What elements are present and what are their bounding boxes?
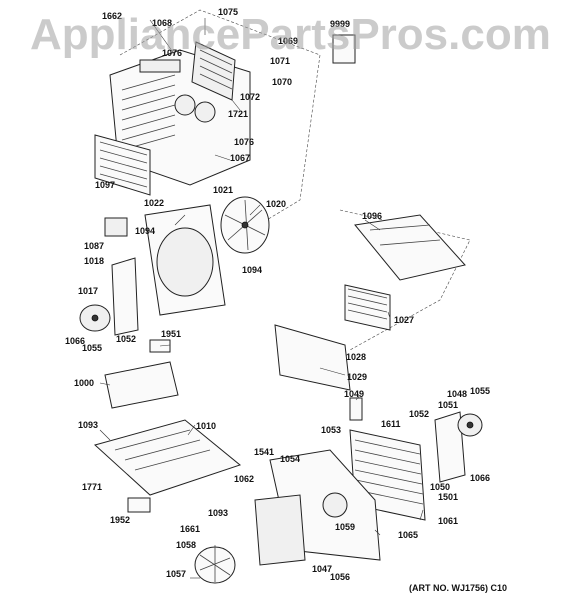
fan-blade-part xyxy=(220,196,270,254)
label-1021: 1021 xyxy=(213,185,233,195)
label-1070: 1070 xyxy=(272,77,292,87)
label-1055-left: 1055 xyxy=(82,343,102,353)
insulation-part xyxy=(104,361,179,409)
pad-part xyxy=(127,497,151,513)
label-1010: 1010 xyxy=(196,421,216,431)
label-1029: 1029 xyxy=(347,372,367,382)
label-1061: 1061 xyxy=(438,516,458,526)
label-1058: 1058 xyxy=(176,540,196,550)
label-1028: 1028 xyxy=(346,352,366,362)
label-1000: 1000 xyxy=(74,378,94,388)
label-1020: 1020 xyxy=(266,199,286,209)
partition-part xyxy=(274,324,351,391)
label-1057: 1057 xyxy=(166,569,186,579)
label-1056: 1056 xyxy=(330,572,350,582)
base-pan-part xyxy=(93,419,242,496)
label-1052-left: 1052 xyxy=(116,334,136,344)
label-1066-left: 1066 xyxy=(65,336,85,346)
label-1721: 1721 xyxy=(228,109,248,119)
assembly-outline xyxy=(119,9,321,231)
label-1068: 1068 xyxy=(152,18,172,28)
label-1096: 1096 xyxy=(362,211,382,221)
label-1069: 1069 xyxy=(278,36,298,46)
part-number-labels: 1662 1068 1075 9999 1069 1076 1071 1070 … xyxy=(65,7,490,582)
label-1065: 1065 xyxy=(398,530,418,540)
label-1055-right: 1055 xyxy=(470,386,490,396)
label-1075: 1075 xyxy=(218,7,238,17)
label-1022: 1022 xyxy=(144,198,164,208)
motor-part xyxy=(79,217,139,336)
label-1027: 1027 xyxy=(394,315,414,325)
label-1071: 1071 xyxy=(270,56,290,66)
label-1951: 1951 xyxy=(161,329,181,339)
air-filter-part xyxy=(94,134,151,196)
label-1066-right: 1066 xyxy=(470,473,490,483)
blower-wheel-part xyxy=(194,546,236,584)
label-9999: 9999 xyxy=(330,19,350,29)
label-1771: 1771 xyxy=(82,482,102,492)
label-1018: 1018 xyxy=(84,256,104,266)
label-1047: 1047 xyxy=(312,564,332,574)
art-number: (ART NO. WJ1756) C10 xyxy=(409,583,508,593)
label-1093-top: 1093 xyxy=(78,420,98,430)
label-1094-left: 1094 xyxy=(135,226,155,236)
label-1087: 1087 xyxy=(84,241,104,251)
label-1097: 1097 xyxy=(95,180,115,190)
label-1093-lower: 1093 xyxy=(208,508,228,518)
label-1062: 1062 xyxy=(234,474,254,484)
label-1059: 1059 xyxy=(335,522,355,532)
condenser-grille-part xyxy=(344,284,391,331)
label-1611: 1611 xyxy=(381,419,401,429)
label-1076-lower: 1076 xyxy=(234,137,254,147)
shroud-part xyxy=(144,204,226,316)
label-1094-right: 1094 xyxy=(242,265,262,275)
top-cover-part xyxy=(354,214,466,281)
label-1067: 1067 xyxy=(230,153,250,163)
label-1541: 1541 xyxy=(254,447,274,457)
label-1076-top: 1076 xyxy=(162,48,182,58)
label-1952: 1952 xyxy=(110,515,130,525)
label-1050: 1050 xyxy=(430,482,450,492)
clip-part xyxy=(349,397,363,421)
leader-lines xyxy=(99,18,424,579)
label-1048: 1048 xyxy=(447,389,467,399)
label-1054: 1054 xyxy=(280,454,300,464)
label-1051: 1051 xyxy=(438,400,458,410)
label-1501: 1501 xyxy=(438,492,458,502)
label-1053: 1053 xyxy=(321,425,341,435)
label-1049: 1049 xyxy=(344,389,364,399)
label-1661: 1661 xyxy=(180,524,200,534)
label-1662: 1662 xyxy=(102,11,122,21)
right-motor-part xyxy=(434,411,483,483)
label-1072: 1072 xyxy=(240,92,260,102)
label-1017: 1017 xyxy=(78,286,98,296)
label-1052-right: 1052 xyxy=(409,409,429,419)
watermark-text: AppliancePartsPros.com xyxy=(30,10,551,59)
scroll-part xyxy=(254,494,306,566)
manual-part xyxy=(332,34,356,64)
